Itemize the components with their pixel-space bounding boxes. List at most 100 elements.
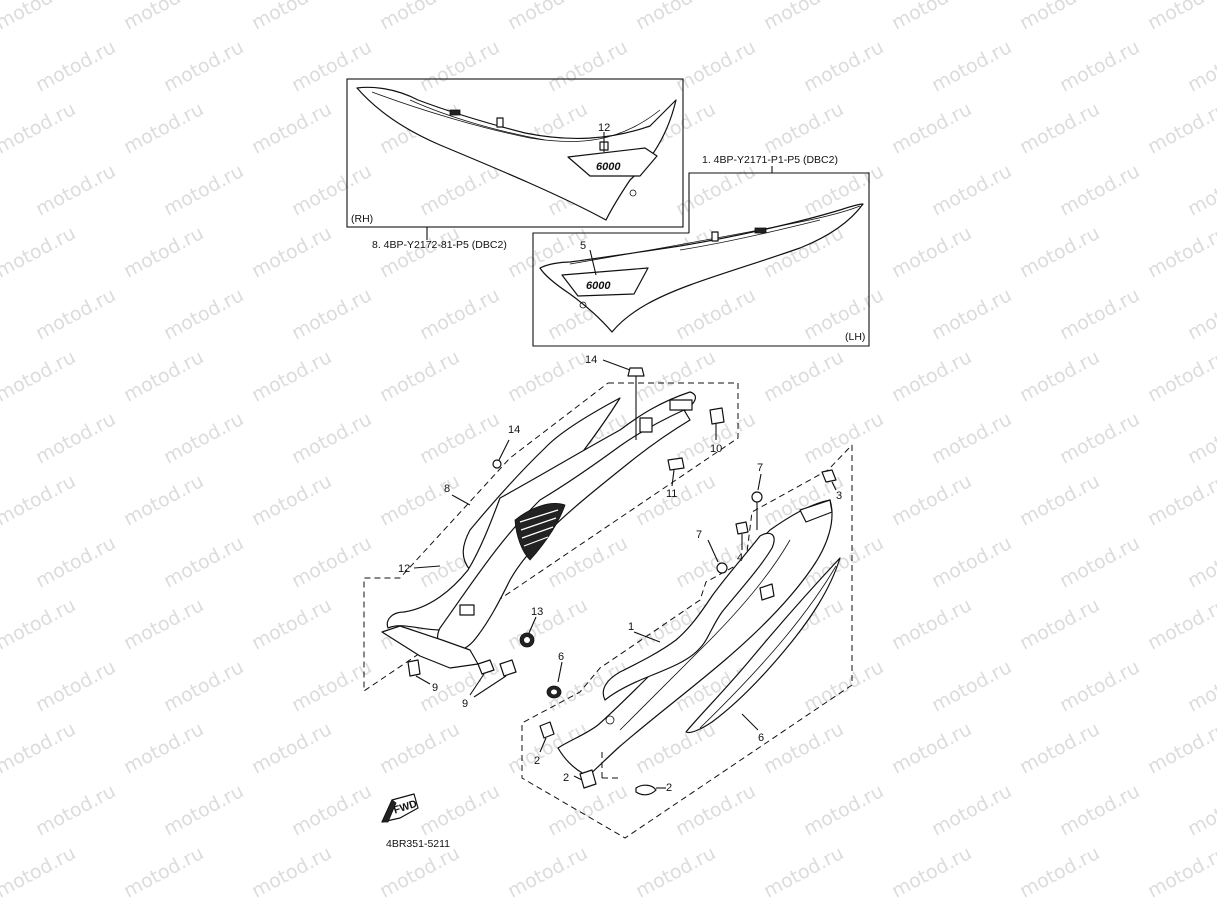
nut-3 — [821, 469, 837, 483]
clip-2-mid — [579, 769, 597, 789]
watermark-text: motod.ru — [32, 160, 119, 220]
rh-side-label: (RH) — [351, 213, 373, 225]
upper-small-parts: 14 10 11 14 8 12 13 9 9 — [398, 354, 725, 710]
callout-14-left: 14 — [508, 424, 520, 436]
watermark-text: motod.ru — [288, 160, 375, 220]
fwd-indicator: FWD — [381, 793, 419, 823]
callout-leader-2-left — [539, 737, 547, 753]
lh-cover-clip — [754, 227, 767, 234]
lh-side-label: (LH) — [845, 331, 865, 343]
watermark-text: motod.ru — [544, 532, 631, 592]
watermark-text: motod.ru — [0, 346, 79, 406]
watermark-text: motod.ru — [416, 284, 503, 344]
lower-small-parts: 3 7 4 7 1 6 6 2 2 2 — [534, 462, 842, 796]
watermark-text: motod.ru — [1016, 842, 1103, 902]
watermark-text: motod.ru — [672, 160, 759, 220]
rh-cover-rear-tab — [381, 625, 479, 669]
watermark-text: motod.ru — [1144, 222, 1217, 282]
rh-cover-crease — [409, 99, 546, 141]
rh-cover-edge-line — [371, 91, 661, 142]
clip-2-left — [539, 721, 555, 739]
watermark-text: motod.ru — [544, 36, 631, 96]
lh-cover-tab — [711, 231, 719, 242]
watermark-text: motod.ru — [632, 842, 719, 902]
bolt-14-top — [627, 367, 645, 377]
callout-leader-9-left — [415, 675, 431, 685]
callout-leader-7-lower — [707, 539, 719, 563]
clip-2-right — [635, 784, 657, 796]
watermark-text: motod.ru — [160, 408, 247, 468]
watermark-text: motod.ru — [928, 36, 1015, 96]
callout-6-left: 6 — [558, 651, 564, 663]
watermark-text: motod.ru — [120, 346, 207, 406]
watermark-text: motod.ru — [760, 718, 847, 778]
watermark-text: motod.ru — [928, 532, 1015, 592]
clip-4 — [735, 521, 749, 535]
rh-part-code: 8. 4BP-Y2172-81-P5 (DBC2) — [372, 239, 507, 251]
watermark-text: motod.ru — [1144, 842, 1217, 902]
callout-leader-2-mid — [573, 775, 583, 781]
molding-inner-line — [699, 565, 837, 729]
callout-leader-9-right-a — [469, 673, 485, 696]
watermark-text: motod.ru — [1016, 346, 1103, 406]
callout-leader-6-right — [741, 713, 759, 731]
lh-cover-hole — [605, 715, 615, 725]
clip-9-mid — [477, 659, 495, 675]
rh-cover-clip — [449, 109, 461, 116]
rh-grille-slats — [519, 509, 559, 547]
rh-cover-mount — [639, 417, 653, 433]
lh-cover-crease — [679, 219, 821, 251]
watermark-text: motod.ru — [32, 656, 119, 716]
watermark-text: motod.ru — [120, 470, 207, 530]
callout-2-right: 2 — [666, 782, 672, 794]
watermark-text: motod.ru — [120, 98, 207, 158]
watermark-text: motod.ru — [800, 780, 887, 840]
callout-7-lower: 7 — [696, 529, 702, 541]
watermark-text: motod.ru — [1056, 656, 1143, 716]
watermark-text: motod.ru — [1016, 222, 1103, 282]
watermark-text: motod.ru — [888, 842, 975, 902]
watermark-text: motod.ru — [800, 656, 887, 716]
watermark-text: motod.ru — [160, 160, 247, 220]
rh-callout-12: 12 — [598, 122, 610, 134]
watermark-text: motod.ru — [504, 346, 591, 406]
watermark-text: motod.ru — [928, 780, 1015, 840]
callout-9-right: 9 — [462, 698, 468, 710]
callout-leader-9-right-b — [473, 675, 507, 698]
callout-2-left: 2 — [534, 755, 540, 767]
watermark-text: motod.ru — [1184, 160, 1217, 220]
watermark-text: motod.ru — [760, 346, 847, 406]
callout-3: 3 — [836, 490, 842, 502]
callout-leader-6-left — [557, 661, 563, 683]
lh-cover-top-rail — [602, 532, 775, 701]
rh-cover-boss — [459, 604, 475, 616]
watermark-text: motod.ru — [632, 470, 719, 530]
watermark-text: motod.ru — [248, 718, 335, 778]
watermark-text: motod.ru — [120, 0, 207, 34]
watermark-text: motod.ru — [376, 222, 463, 282]
callout-9-left: 9 — [432, 682, 438, 694]
watermark-text: motod.ru — [248, 222, 335, 282]
watermark-text: motod.ru — [888, 718, 975, 778]
lh-part-code: 1. 4BP-Y2171-P1-P5 (DBC2) — [702, 154, 838, 166]
watermark-text: motod.ru — [248, 470, 335, 530]
watermark-text: motod.ru — [376, 0, 463, 34]
watermark-text: motod.ru — [888, 470, 975, 530]
lh-cover-exploded-group — [521, 444, 853, 839]
watermark-text: motod.ru — [1056, 160, 1143, 220]
watermark-text: motod.ru — [1144, 98, 1217, 158]
watermark-text: motod.ru — [672, 284, 759, 344]
watermark-text: motod.ru — [1184, 408, 1217, 468]
callout-leader-13 — [528, 616, 537, 634]
lh-cover-mount — [759, 583, 775, 601]
watermark-text: motod.ru — [1184, 36, 1217, 96]
watermark-text: motod.ru — [32, 36, 119, 96]
watermark-text: motod.ru — [0, 842, 79, 902]
watermark-text: motod.ru — [416, 780, 503, 840]
rh-group-boundary — [363, 382, 739, 692]
watermark-text: motod.ru — [888, 346, 975, 406]
watermark-text: motod.ru — [1144, 594, 1217, 654]
watermark-text: motod.ru — [1016, 718, 1103, 778]
rh-emblem-6000 — [567, 147, 658, 177]
